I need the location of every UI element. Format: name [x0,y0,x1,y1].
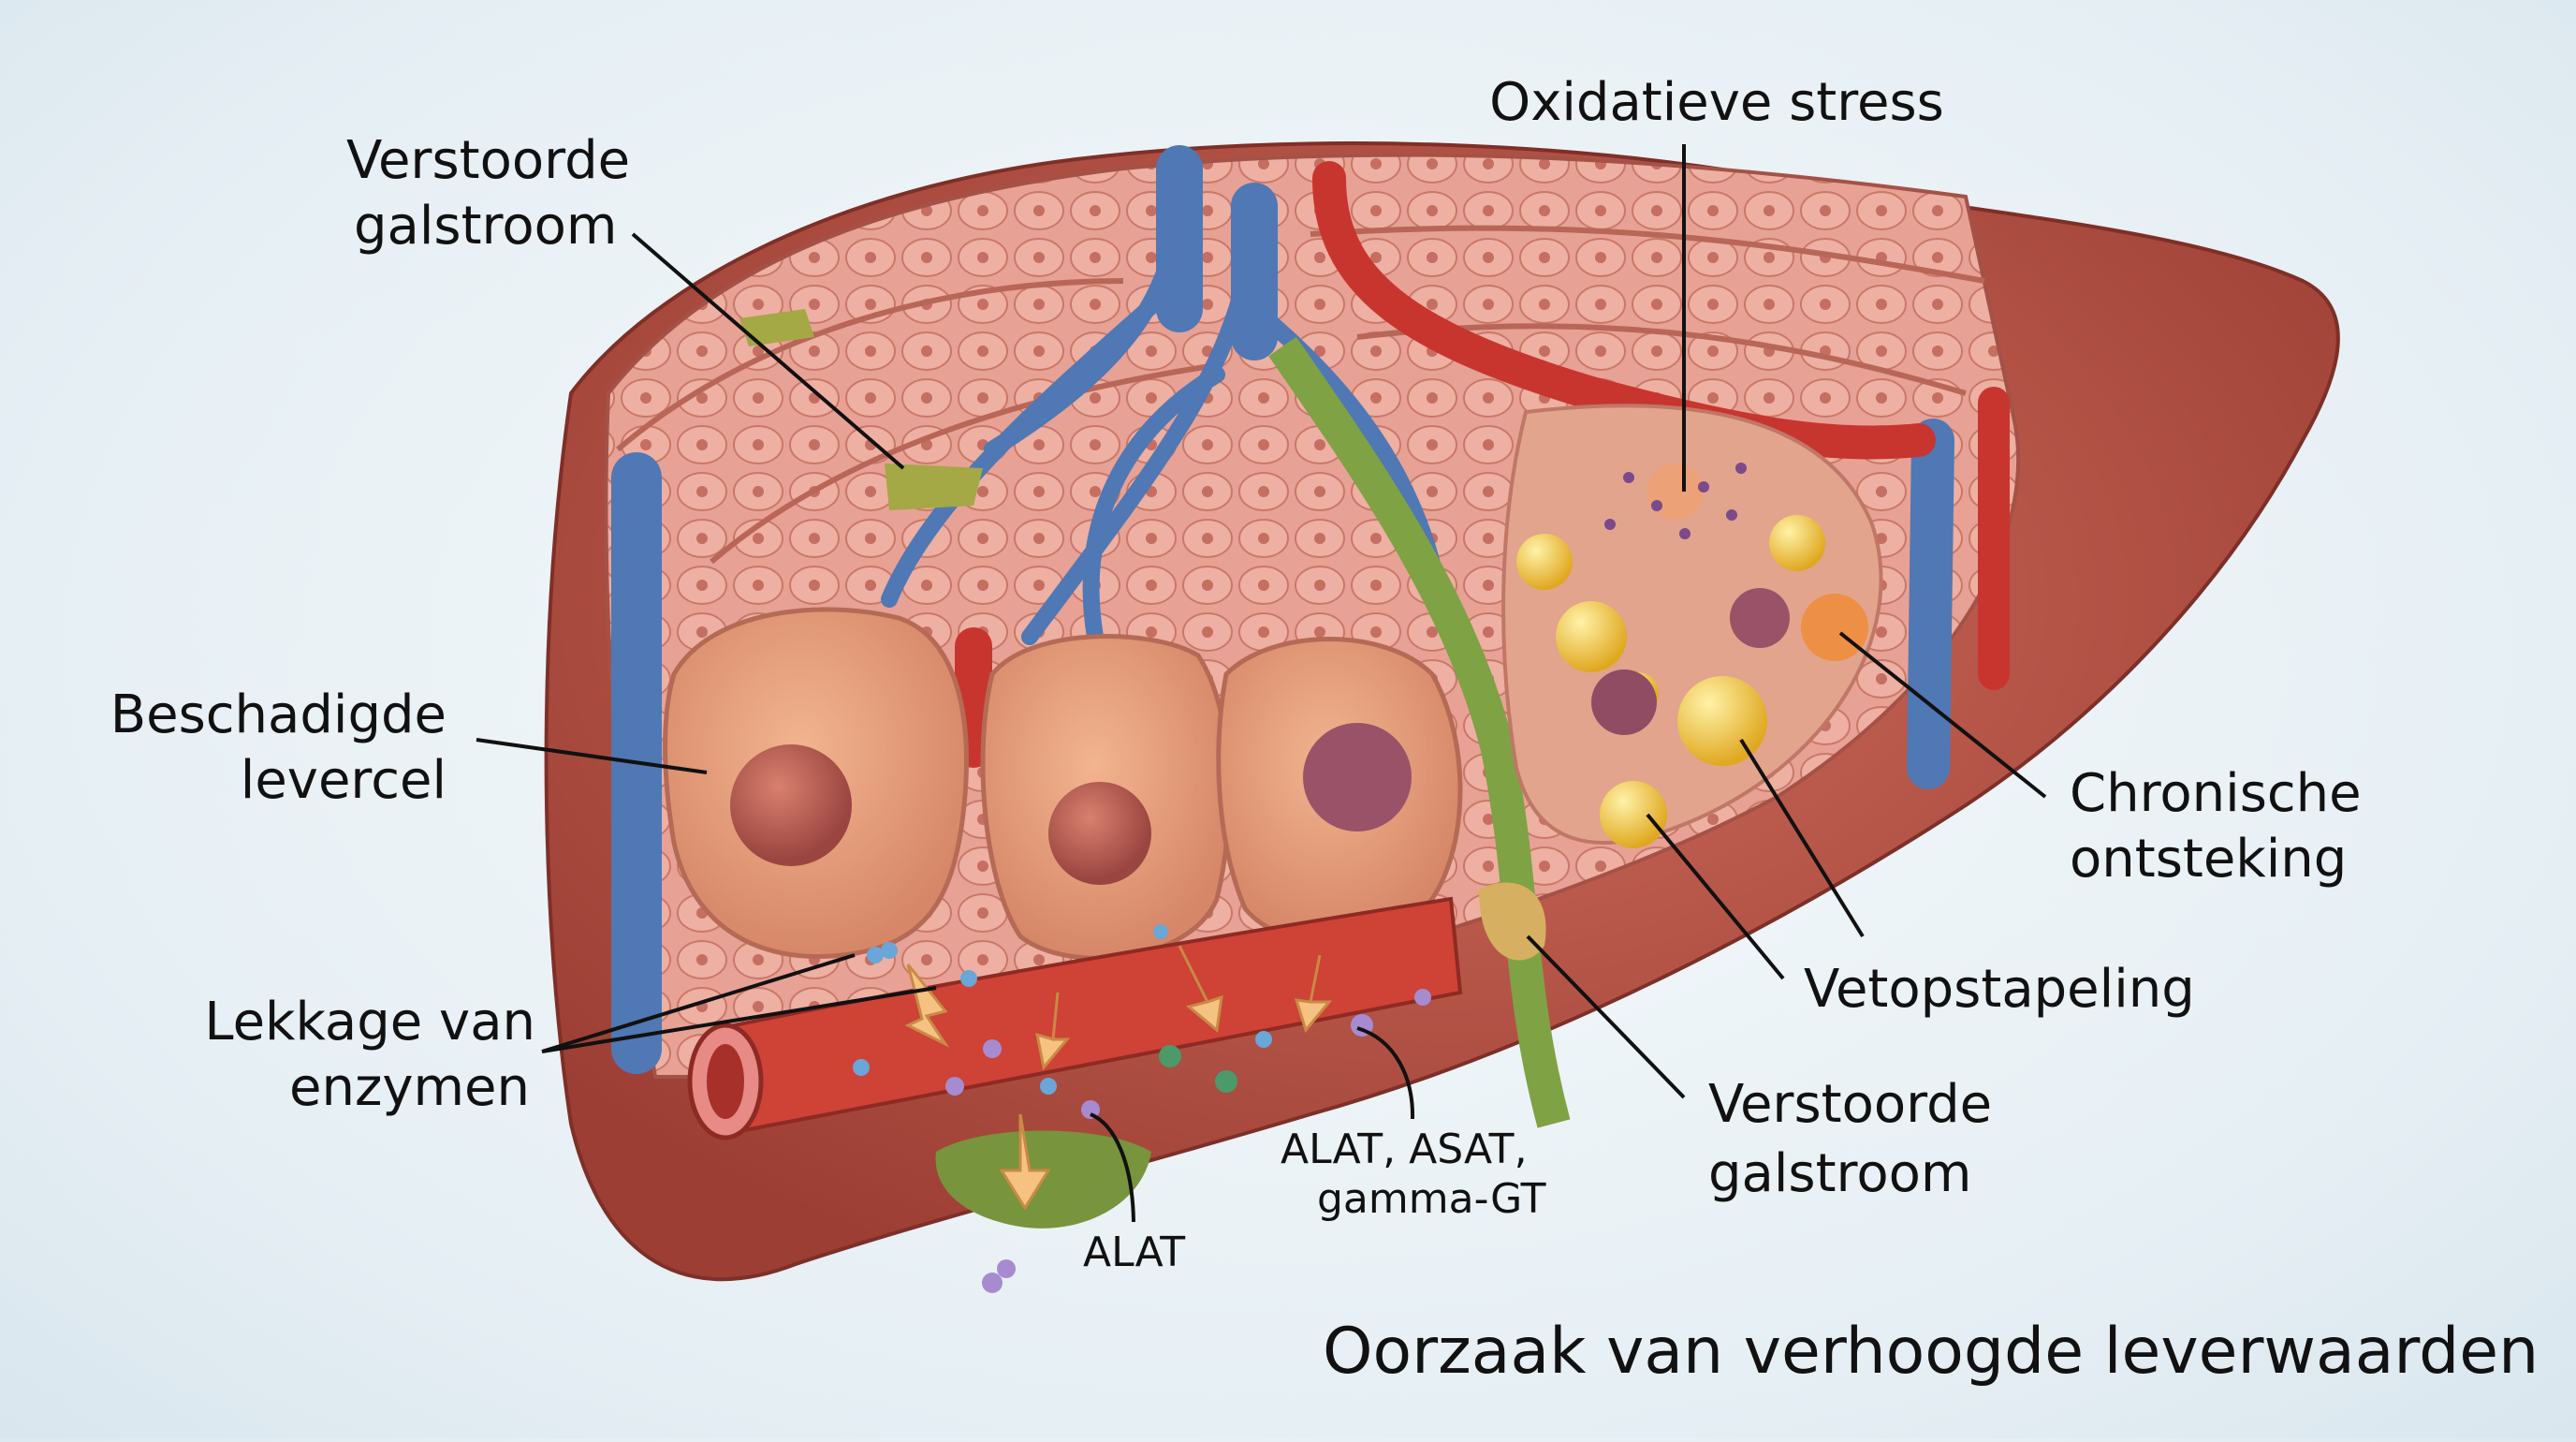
label-bile-flow-bottom-line2: galstroom [1708,1143,1971,1204]
label-enzymes-list-line1: ALAT, ASAT, [1281,1126,1528,1173]
bile-stain [739,309,983,510]
damaged-hepatocytes [663,607,1463,961]
label-oxidative-stress: Oxidatieve stress [1489,72,1944,133]
label-bile-flow-bottom-line1: Verstoorde [1708,1074,1992,1135]
label-inflammation-line2: ontsteking [2070,829,2347,890]
diagram-title: Oorzaak van verhoogde leverwaarden [1323,1315,2539,1389]
label-bile-flow-top-line1: Verstoorde [346,130,630,191]
label-inflammation-line1: Chronische [2070,763,2362,824]
leader-lines [476,144,2047,1223]
oxidative-particles [1604,463,1747,539]
label-enzymes-list-line2: gamma-GT [1317,1175,1546,1223]
label-fat: Vetopstapeling [1804,959,2195,1020]
label-enzyme-leak-line1: Lekkage van [204,992,535,1052]
bile-duct [1268,336,1571,1128]
label-enzyme-leak-line2: enzymen [289,1057,530,1118]
label-damaged-cell-line2: levercel [241,750,446,811]
label-bile-flow-top-line2: galstroom [354,196,617,257]
lobule-borders [616,225,1985,565]
label-alat: ALAT [1083,1229,1185,1276]
blood-vessel [687,882,1546,1293]
fatty-region [1501,404,1883,848]
label-damaged-cell-line1: Beschadigde [110,684,446,745]
bile-blockage [1479,882,1546,961]
